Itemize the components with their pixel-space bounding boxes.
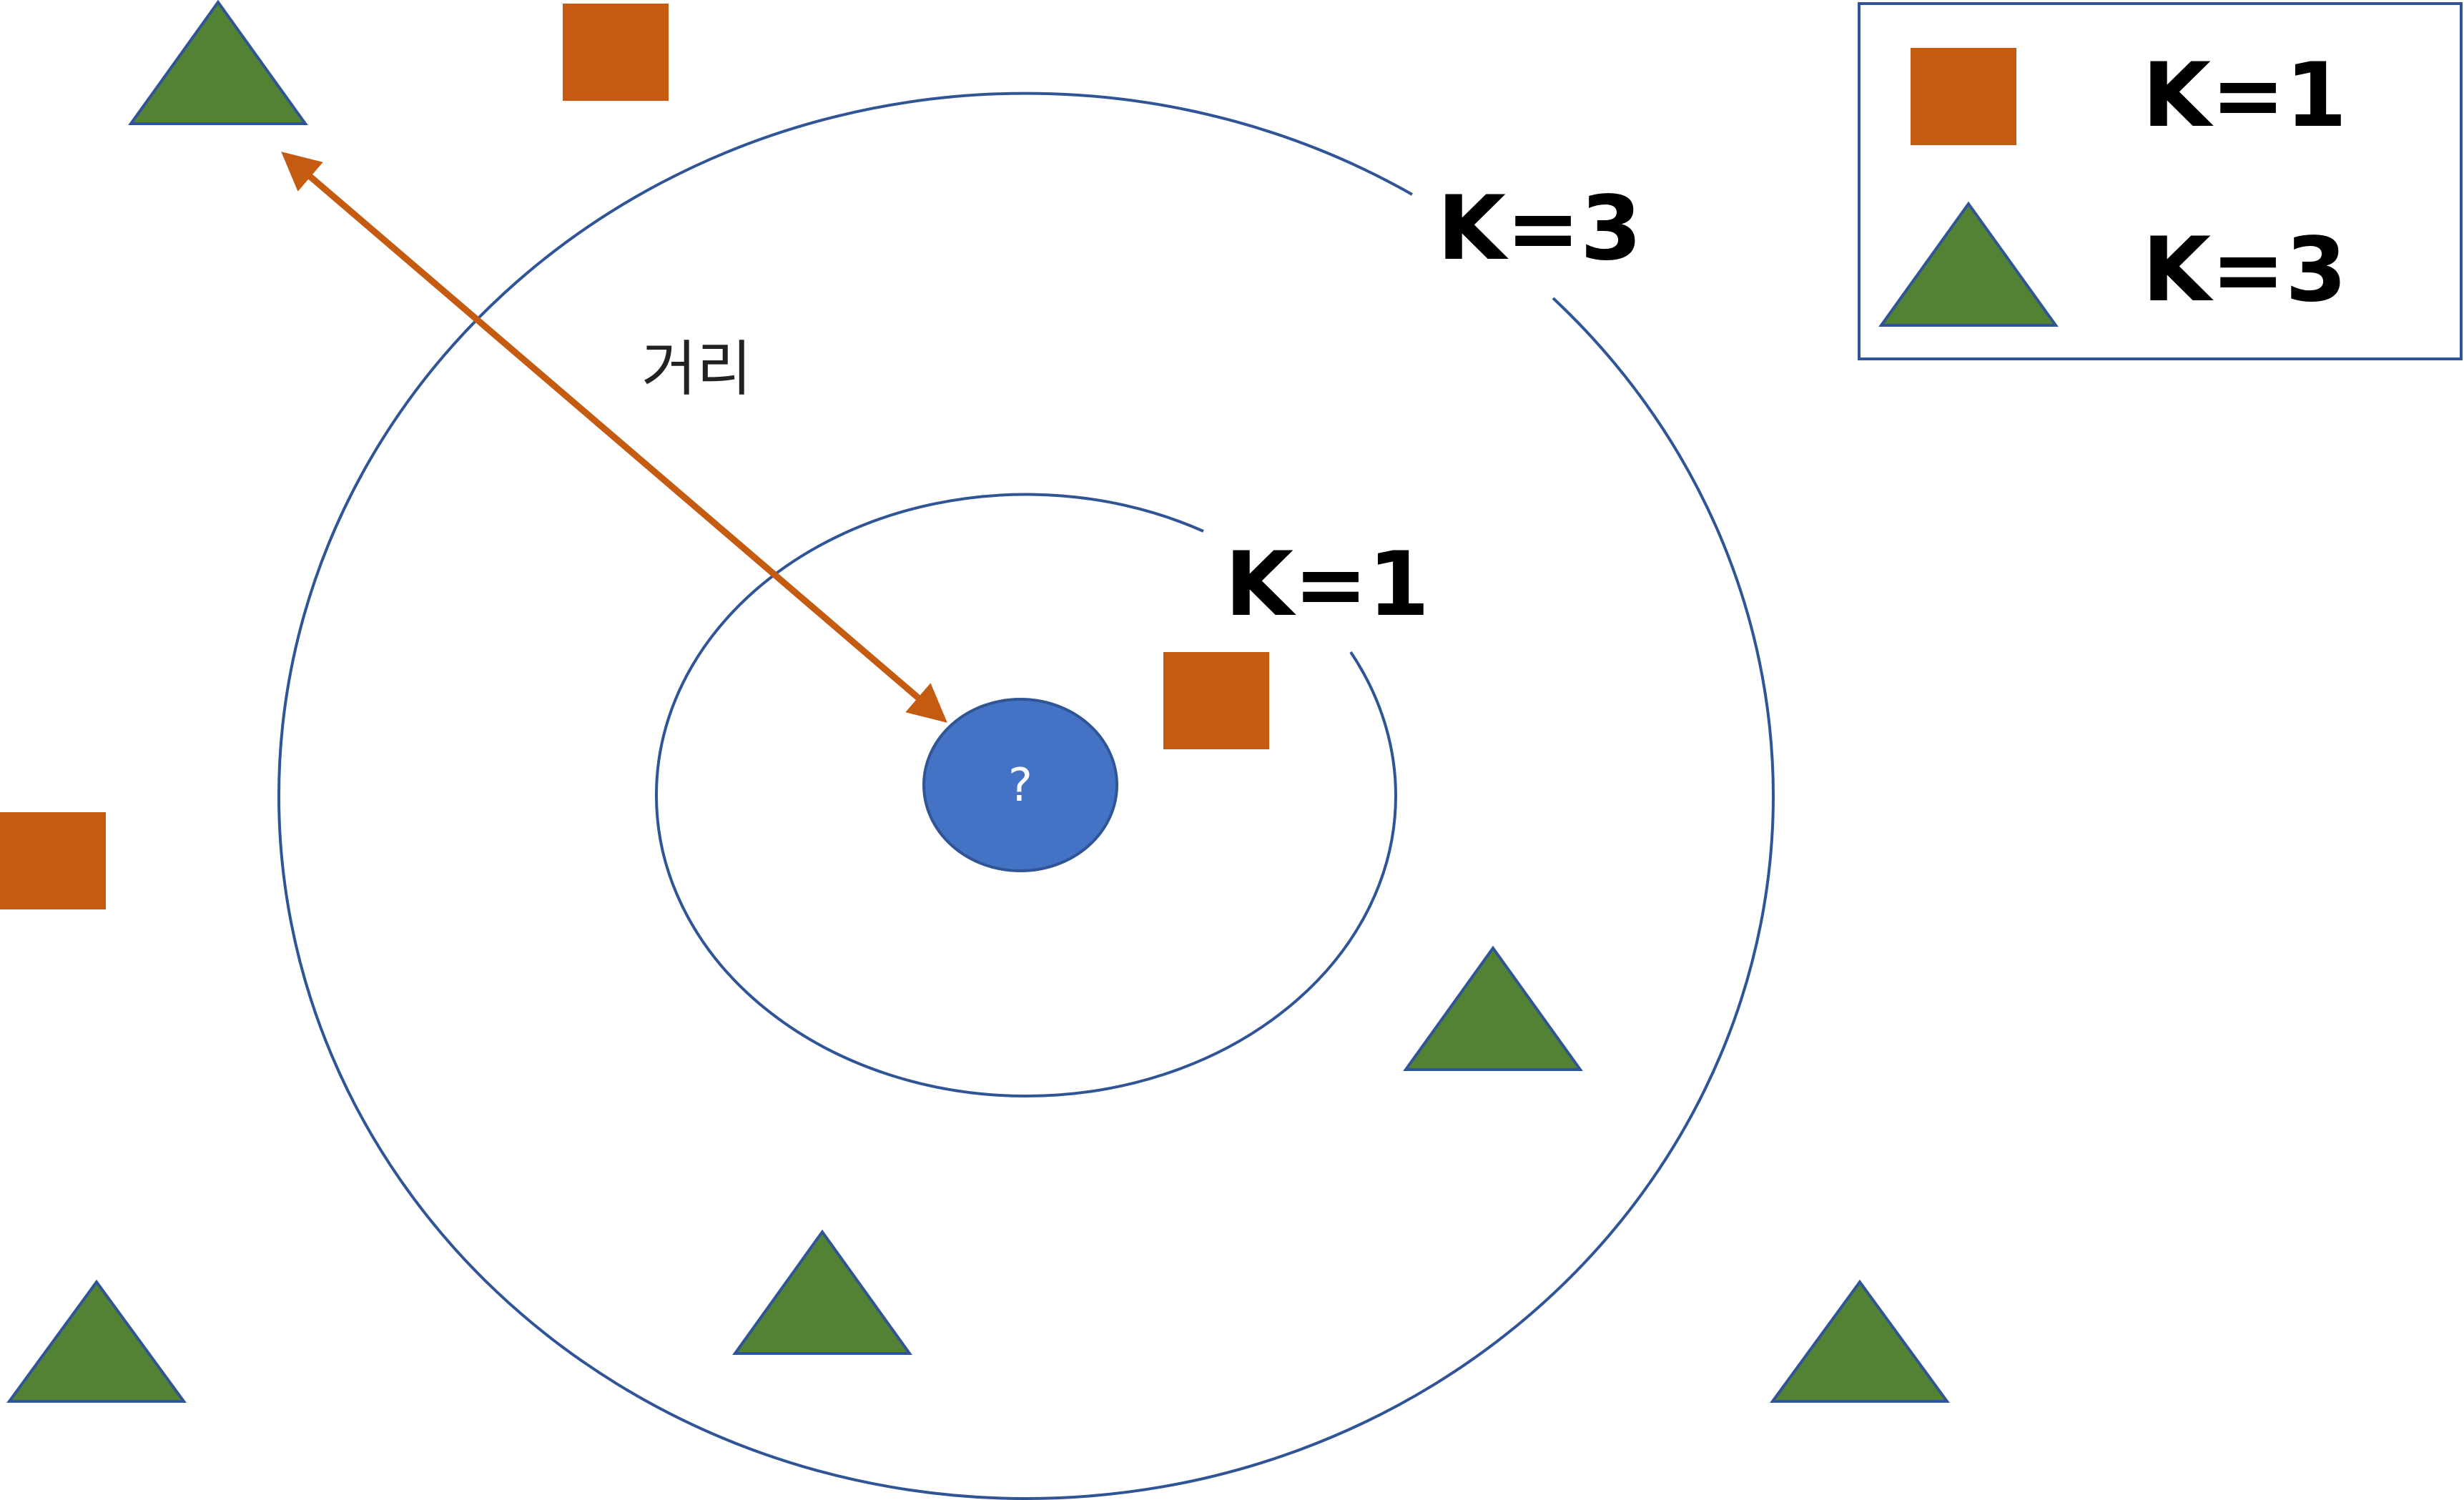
square-data-point xyxy=(563,4,669,101)
triangle-data-point xyxy=(1770,1279,1950,1403)
outer-circle-label: K=3 xyxy=(1437,177,1642,280)
triangle-data-point xyxy=(128,0,308,125)
distance-arrow xyxy=(281,152,947,723)
query-point-circle xyxy=(922,698,1118,872)
triangle-data-point xyxy=(732,1229,912,1355)
square-data-point xyxy=(1163,652,1269,749)
square-data-point xyxy=(0,812,106,909)
inner-circle-label: K=1 xyxy=(1225,533,1429,636)
square-icon xyxy=(1911,48,2016,145)
triangle-icon xyxy=(1878,201,2059,327)
legend-item-label: K=3 xyxy=(2142,219,2347,322)
legend: K=1 K=3 xyxy=(1858,2,2463,360)
query-point-label: ? xyxy=(1008,759,1033,812)
triangle-data-point xyxy=(1403,945,1583,1071)
distance-label: 거리 xyxy=(641,334,752,404)
triangle-data-point xyxy=(6,1279,187,1403)
legend-item-label: K=1 xyxy=(2142,44,2347,147)
query-point: ? xyxy=(922,698,1118,872)
